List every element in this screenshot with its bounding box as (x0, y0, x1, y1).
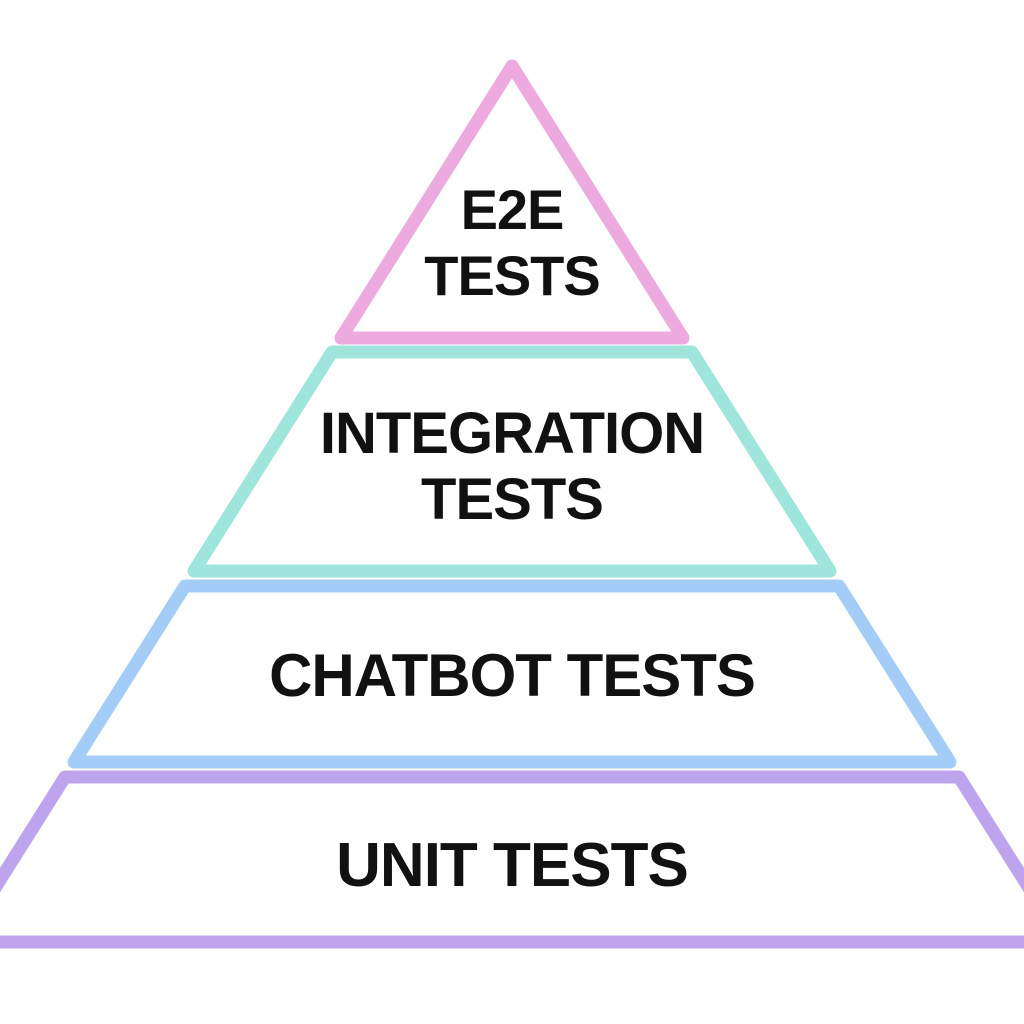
chatbot-label-line1: CHATBOT TESTS (269, 642, 756, 709)
e2e-label-line2: TESTS (424, 244, 600, 307)
e2e-layer-label: E2E TESTS (0, 177, 1024, 309)
e2e-layer-shape (334, 59, 690, 345)
integration-layer-shape (187, 345, 837, 578)
integration-label-line2: TESTS (421, 467, 604, 532)
chatbot-layer-shape (67, 579, 957, 769)
unit-layer-shape (0, 770, 1024, 949)
unit-layer-label: UNIT TESTS (0, 835, 1024, 897)
integration-label-line1: INTEGRATION (319, 401, 705, 466)
unit-label-line1: UNIT TESTS (336, 831, 689, 900)
chatbot-layer-label: CHATBOT TESTS (0, 645, 1024, 707)
e2e-label-line1: E2E (460, 178, 565, 241)
integration-layer-label: INTEGRATION TESTS (0, 401, 1024, 533)
